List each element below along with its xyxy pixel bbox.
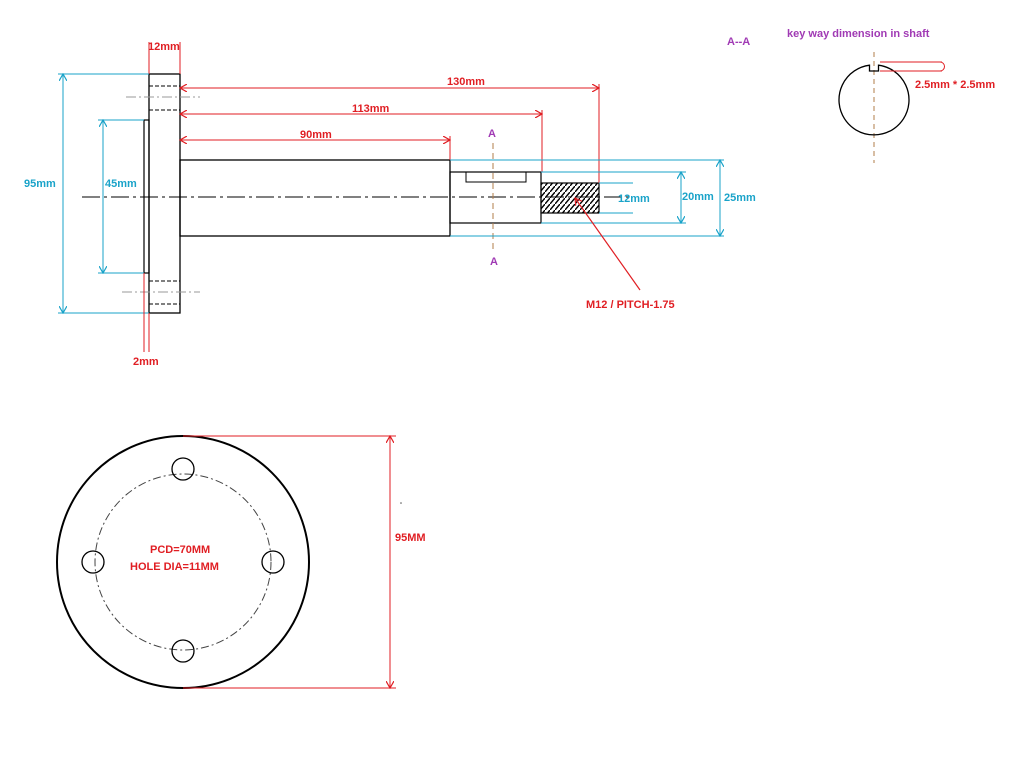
dim-spigot-dia: 45mm bbox=[105, 178, 137, 190]
stray-dot bbox=[400, 502, 402, 504]
shaft-section-profile bbox=[838, 64, 910, 136]
dim-arc bbox=[939, 61, 945, 72]
dim-flange-outer: 95MM bbox=[395, 532, 426, 544]
dim-flange-thickness: 12mm bbox=[148, 41, 180, 53]
dim-length-113: 113mm bbox=[352, 103, 390, 115]
dim-step-dia: 20mm bbox=[682, 191, 714, 203]
section-view: A--A key way dimension in shaft 2.5mm * … bbox=[727, 28, 995, 163]
keyway-slot bbox=[465, 171, 527, 183]
dim-shaft-dia: 25mm bbox=[724, 192, 756, 204]
section-title: A--A bbox=[727, 36, 750, 48]
keyway-size: 2.5mm * 2.5mm bbox=[915, 79, 995, 91]
side-view: A A 12mm 130mm 113mm 90mm 95mm 45mm 2mm bbox=[24, 41, 756, 368]
bolt-hole bbox=[81, 550, 105, 574]
pcd-circle bbox=[94, 473, 272, 651]
bolt-hole bbox=[171, 639, 195, 663]
section-mark-bottom: A bbox=[490, 256, 498, 268]
pcd-note: PCD=70MM bbox=[150, 544, 210, 556]
dim-length-90: 90mm bbox=[300, 129, 332, 141]
keyway-title: key way dimension in shaft bbox=[787, 28, 930, 40]
shaft-main bbox=[179, 159, 451, 237]
section-mark-top: A bbox=[488, 128, 496, 140]
flange-spigot bbox=[143, 119, 150, 274]
thread-spec: M12 / PITCH-1.75 bbox=[586, 299, 675, 311]
flange-view: PCD=70MM HOLE DIA=11MM 95MM bbox=[56, 435, 426, 689]
thread-section bbox=[540, 182, 600, 214]
bolt-hole bbox=[261, 550, 285, 574]
dim-spigot-length: 2mm bbox=[133, 356, 159, 368]
dim-flange-dia: 95mm bbox=[24, 178, 56, 190]
hole-dia-note: HOLE DIA=11MM bbox=[130, 561, 219, 573]
bolt-hole bbox=[171, 457, 195, 481]
dim-thread-dia: 12mm bbox=[618, 193, 650, 205]
dim-length-130: 130mm bbox=[447, 76, 485, 88]
thread-leader bbox=[575, 198, 641, 291]
